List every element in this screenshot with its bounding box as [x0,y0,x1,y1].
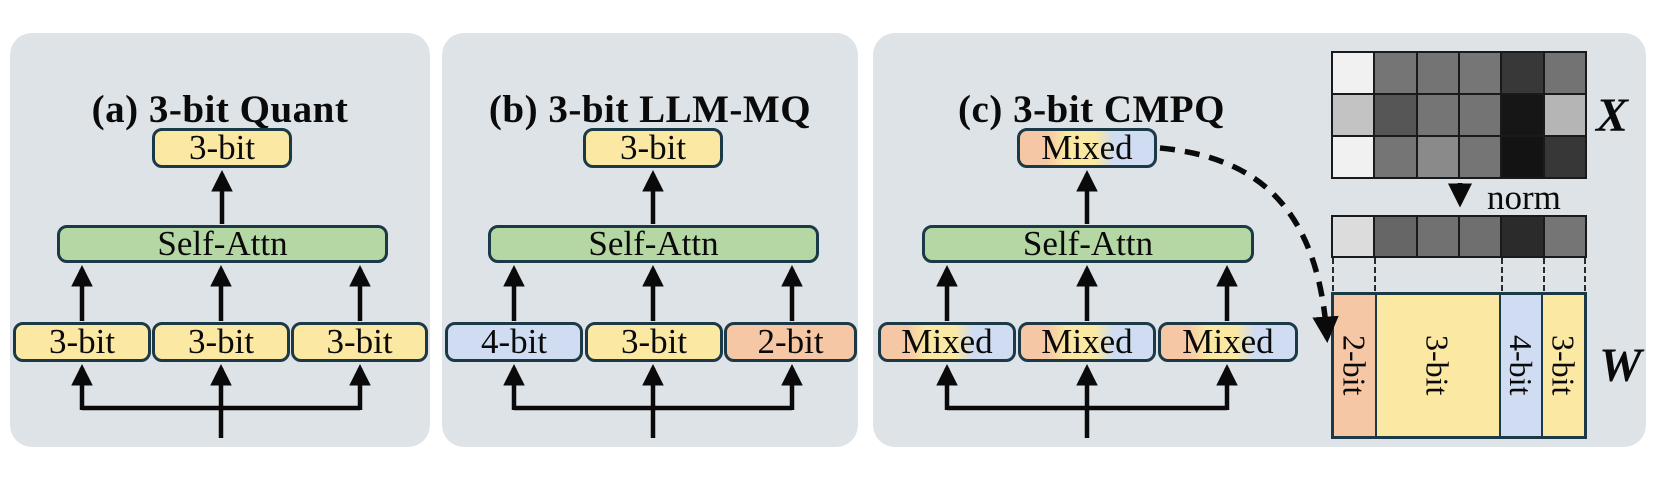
panel-b-input-box-3: 2-bit [724,322,857,362]
matrix-cell [1375,95,1416,135]
norm-row-matrix [1331,215,1587,258]
matrix-cell [1502,53,1543,93]
matrix-cell [1502,137,1543,177]
matrix-cell [1375,217,1416,256]
panel-c-output-box: Mixed [1017,128,1157,168]
panel-a-input-label-3: 3-bit [326,321,393,361]
matrix-cell [1544,53,1585,93]
dashed-map-line-4 [1543,258,1545,291]
panel-a-title: (a) 3-bit Quant [91,87,349,131]
w-column-label: 3-bit [1419,335,1456,396]
panel-c-attn-box: Self-Attn [922,225,1254,263]
matrix-cell [1459,53,1501,93]
dashed-map-line-3 [1501,258,1503,291]
panel-a-input-label-1: 3-bit [48,321,116,361]
w-column-label: 3-bit [1545,335,1582,396]
panel-c-output-label: Mixed [1041,127,1133,167]
matrix-cell [1417,137,1458,177]
matrix-cell [1375,137,1416,177]
w-column-2: 3-bit [1374,295,1499,436]
w-column-label: 2-bit [1336,335,1373,396]
w-column-1: 2-bit [1334,295,1375,436]
dashed-map-line-1 [1332,258,1334,291]
matrix-cell [1502,95,1543,135]
w-column-3: 4-bit [1498,295,1542,436]
panel-a-input-label-2: 3-bit [187,321,255,361]
x-matrix-label: X [1596,89,1629,142]
panel-a-input-box-3: 3-bit [291,322,428,362]
matrix-cell [1417,53,1458,93]
panel-c-input-box-2: Mixed [1018,322,1156,362]
panel-a-output-box: 3-bit [152,128,292,168]
dashed-map-line-2 [1374,258,1376,291]
matrix-cell [1459,95,1501,135]
panel-c-input-box-1: Mixed [878,322,1016,362]
dashed-map-line-5 [1584,258,1586,291]
panel-b-attn-label: Self-Attn [588,223,719,263]
panel-b-output-label: 3-bit [619,127,687,167]
panel-b-input-label-2: 3-bit [620,321,688,361]
panel-a-input-box-2: 3-bit [152,322,290,362]
panel-c-input-label-3: Mixed [1182,321,1274,361]
panel-c-input-label-1: Mixed [901,321,993,361]
w-column-4: 3-bit [1541,295,1585,436]
matrix-cell [1333,95,1374,135]
matrix-cell [1333,137,1374,177]
matrix-cell [1544,95,1585,135]
norm-label: norm [1487,178,1561,217]
matrix-cell [1544,217,1585,256]
panel-a-output-label: 3-bit [188,127,256,167]
matrix-cell [1459,137,1501,177]
panel-b-input-label-1: 4-bit [480,321,548,361]
matrix-cell [1459,217,1501,256]
x-matrix [1331,51,1587,179]
w-matrix-label: W [1599,339,1642,392]
panel-b-title: (b) 3-bit LLM-MQ [488,87,812,131]
matrix-cell [1375,53,1416,93]
panel-c-input-box-3: Mixed [1158,322,1298,362]
panel-b-attn-box: Self-Attn [488,225,819,263]
matrix-cell [1417,217,1458,256]
panel-a-input-box-1: 3-bit [13,322,151,362]
matrix-cell [1544,137,1585,177]
panel-b-input-box-2: 3-bit [585,322,723,362]
matrix-cell [1417,95,1458,135]
matrix-cell [1502,217,1543,256]
panel-a-attn-label: Self-Attn [157,223,288,263]
panel-c-title: (c) 3-bit CMPQ [958,87,1225,131]
w-column-label: 4-bit [1503,335,1539,396]
panel-a-attn-box: Self-Attn [57,225,388,263]
matrix-cell [1333,53,1374,93]
panel-b-output-box: 3-bit [583,128,723,168]
matrix-cell [1333,217,1374,256]
panel-c-attn-label: Self-Attn [1022,223,1154,263]
panel-b-input-label-3: 2-bit [757,321,824,361]
panel-c-input-label-2: Mixed [1041,321,1133,361]
panel-b-input-box-1: 4-bit [445,322,583,362]
